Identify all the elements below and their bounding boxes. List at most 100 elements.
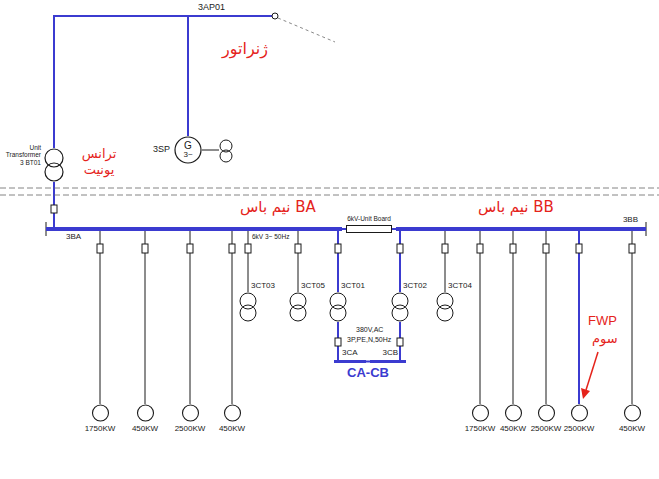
- winding-circle: [392, 305, 408, 321]
- motor-circle: [131, 404, 160, 422]
- breaker-symbol: [245, 244, 251, 253]
- winding-circle: [437, 293, 453, 309]
- transformer-circles: [436, 292, 454, 322]
- annotation-label: 3AP01: [198, 3, 225, 13]
- transformer-symbol: 3CT04: [436, 292, 454, 322]
- breaker-symbol: [229, 244, 235, 253]
- motor-rating: 1750KW: [464, 425, 497, 434]
- motor-symbol: 2500KW: [530, 404, 563, 436]
- generator-outline: [175, 137, 201, 163]
- highlighted-wire: [399, 231, 401, 292]
- motor-symbol: 450KW: [618, 404, 647, 436]
- winding-circle: [330, 293, 346, 309]
- breaker-symbol: [335, 338, 341, 346]
- transformer-circles: [44, 148, 64, 182]
- motor-circle: [174, 404, 207, 422]
- busbar: 3CA: [334, 360, 366, 363]
- highlighted-wire: [54, 16, 188, 148]
- transformer-tag: 3CT04: [448, 282, 472, 291]
- generator-mark: 3~: [183, 151, 192, 159]
- winding-circle: [392, 293, 408, 309]
- equipment-tag: Unit Transformer 3 BT01: [5, 144, 41, 166]
- motor-rating: 1750KW: [84, 425, 117, 434]
- motor-circle: [464, 404, 497, 422]
- breaker-symbol: [442, 244, 448, 253]
- winding-circle: [45, 149, 63, 167]
- wire: [298, 231, 299, 292]
- motor-rating: 450KW: [499, 425, 528, 434]
- winding-circle: [330, 305, 346, 321]
- annotation-label: نیم باس BA: [240, 199, 316, 216]
- wire: [100, 231, 101, 404]
- motor-outline: [182, 405, 198, 421]
- breaker-symbol: [543, 244, 549, 253]
- busbar: 3BB: [396, 227, 646, 231]
- dotted-leader: [278, 18, 335, 42]
- motor-outline: [137, 405, 153, 421]
- motor-circle: [563, 404, 596, 422]
- motor-rating: 450KW: [218, 425, 247, 434]
- bus-tag: 3CA: [342, 349, 358, 358]
- excitation-transformer: [220, 150, 232, 162]
- transformer-tag: 3CT03: [251, 282, 275, 291]
- motor-outline: [224, 405, 240, 421]
- breaker-symbol: [51, 205, 57, 213]
- motor-symbol: 450KW: [499, 404, 528, 436]
- breaker-symbol: [576, 244, 582, 253]
- motor-outline: [92, 405, 108, 421]
- wire: [546, 231, 547, 404]
- breaker-symbol: [397, 244, 403, 253]
- breaker-symbol: [295, 244, 301, 253]
- busbar-3ap01: [188, 15, 275, 17]
- motor-circle: [218, 404, 247, 422]
- busbar: 3CB: [370, 360, 406, 363]
- transformer-tag: 3CT02: [403, 282, 427, 291]
- wire: [632, 231, 633, 404]
- wire: [190, 231, 191, 404]
- unit-transformer-symbol: Unit Transformer 3 BT01: [44, 148, 64, 182]
- transformer-tag: 3CT05: [301, 282, 325, 291]
- wire: [480, 231, 481, 404]
- motor-rating: 450KW: [131, 425, 160, 434]
- motor-outline: [538, 405, 554, 421]
- motor-rating: 2500KW: [563, 425, 596, 434]
- transformer-symbol: 3CT02: [391, 292, 409, 322]
- motor-outline: [624, 405, 640, 421]
- motor-circle: [618, 404, 647, 422]
- motor-circle: [499, 404, 528, 422]
- motor-rating: 2500KW: [174, 425, 207, 434]
- transformer-circles: [329, 292, 347, 322]
- breaker-symbol: [477, 244, 483, 253]
- terminal-dot: [272, 13, 278, 19]
- winding-circle: [290, 305, 306, 321]
- motor-symbol: 1750KW: [84, 404, 117, 436]
- breaker-symbol: [397, 338, 403, 346]
- motor-rating: 450KW: [618, 425, 647, 434]
- bus-tag: 3CB: [382, 349, 398, 358]
- breaker-symbol: [510, 244, 516, 253]
- winding-circle: [240, 293, 256, 309]
- dashed-line: [0, 188, 659, 189]
- annotation-label: سوم: [592, 332, 618, 346]
- motor-circle: [530, 404, 563, 422]
- transformer-tag: 3CT01: [341, 282, 365, 291]
- annotation-label: نیم باس BB: [478, 199, 554, 216]
- callout-arrow: [586, 352, 598, 390]
- motor-outline: [571, 405, 587, 421]
- bus-coupler-box: 6kV-Unit Board: [346, 225, 392, 233]
- excitation-wire: [202, 150, 219, 151]
- winding-circle: [437, 305, 453, 321]
- motor-symbol: 450KW: [218, 404, 247, 436]
- annotation-label: 380V,AC: [356, 326, 383, 334]
- bus-tag: 6kV-Unit Board: [347, 215, 391, 222]
- wire: [248, 231, 249, 292]
- winding-circle: [290, 293, 306, 309]
- generator-symbol: 3SPG3~: [174, 136, 202, 164]
- wire: [513, 231, 514, 404]
- callout-arrowhead: [581, 388, 590, 399]
- busbar: 3BA6kV 3~ 50Hz: [46, 227, 342, 231]
- motor-outline: [505, 405, 521, 421]
- motor-rating: 2500KW: [530, 425, 563, 434]
- equipment-tag: 3SP: [153, 145, 170, 155]
